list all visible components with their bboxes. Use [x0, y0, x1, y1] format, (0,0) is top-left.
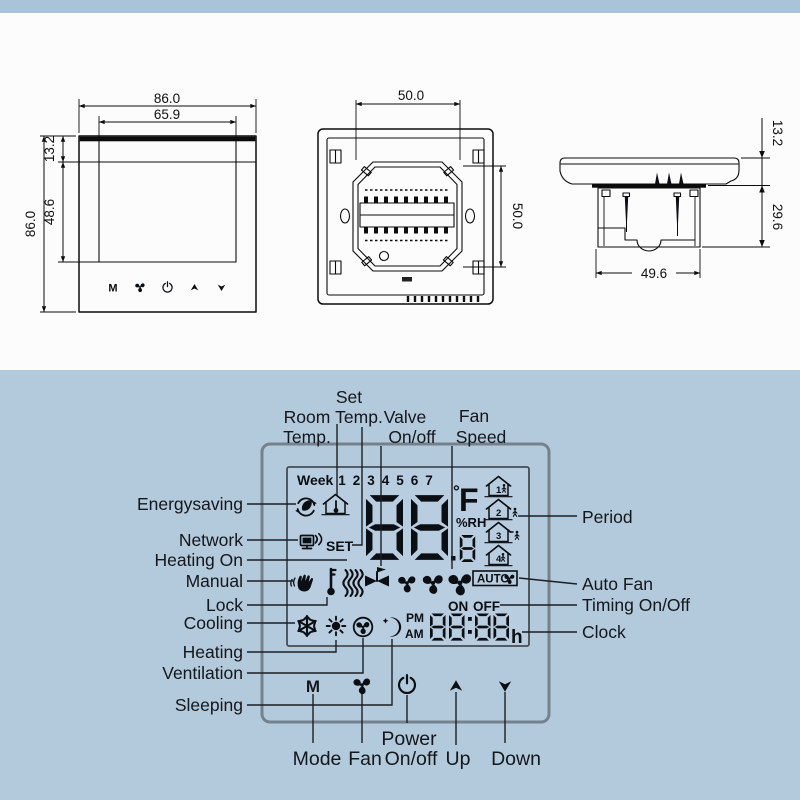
dim-back-height: 50.0: [510, 203, 525, 229]
dim-side-panel: 13.2: [770, 120, 785, 146]
thermostat-device: Week 1 2 3 4 5 6 7: [260, 442, 551, 724]
mode-button[interactable]: M: [306, 677, 320, 696]
label-set-temp: Temp.: [335, 407, 383, 427]
dim-front-screen-height: 48.6: [42, 199, 57, 225]
snowflake-icon: [297, 614, 317, 638]
front-view-drawing: M 86.0 65.9 86.0 13.2 48.6: [23, 91, 257, 313]
label-fan-speed-1: Fan: [459, 406, 489, 426]
valve-icon: [365, 567, 389, 587]
label-cooling: Cooling: [184, 613, 243, 633]
side-view-dimensions: 13.2 29.6 49.6: [595, 118, 785, 281]
auto-fan-icon: AUTO: [472, 570, 518, 587]
label-mode: Mode: [293, 748, 342, 770]
svg-text:4: 4: [382, 473, 390, 488]
device-buttons: M: [306, 673, 512, 696]
label-valve-onoff: On/off: [388, 427, 435, 447]
label-fan-speed-2: Speed: [456, 427, 507, 447]
dim-side-box-width: 49.6: [641, 266, 667, 281]
svg-text:5: 5: [396, 473, 404, 488]
label-network: Network: [179, 530, 243, 550]
dim-front-height: 86.0: [23, 211, 38, 237]
svg-text:6: 6: [411, 473, 419, 488]
callout-labels: Set Room Temp. Valve Fan Temp. On/off Sp…: [137, 387, 690, 770]
timing-on: ON: [448, 599, 468, 614]
humidity-unit: %RH: [456, 515, 486, 530]
side-view-drawing: 13.2 29.6 49.6: [559, 118, 785, 281]
label-energysaving: Energysaving: [137, 494, 243, 514]
m-button-icon[interactable]: M: [108, 283, 117, 295]
label-down: Down: [491, 748, 541, 770]
dim-front-bezel: 13.2: [42, 136, 57, 162]
label-ventilation: Ventilation: [162, 663, 243, 683]
drawing-paper: [0, 13, 800, 370]
eco-leaf-icon: [295, 497, 317, 517]
label-fan: Fan: [348, 748, 382, 770]
label-heating-on: Heating On: [154, 550, 243, 570]
period-house-icons: 1 2 3 4: [484, 475, 520, 567]
circled-fan-icon: [352, 616, 374, 638]
svg-text:3: 3: [496, 531, 501, 542]
dim-front-screen-width: 65.9: [154, 107, 180, 122]
degree-symbol: °: [453, 482, 460, 501]
callout-lines: [247, 424, 578, 745]
label-set: Set: [336, 387, 362, 407]
svg-text:2: 2: [353, 473, 361, 488]
label-lock: Lock: [206, 595, 243, 615]
label-clock: Clock: [582, 622, 626, 642]
fahrenheit-unit: F: [459, 482, 479, 518]
pm-label: PM: [406, 611, 424, 625]
front-view-dimensions: 86.0 65.9 86.0 13.2 48.6: [23, 91, 257, 313]
set-indicator: SET: [326, 538, 354, 554]
heat-waves-icon: [342, 569, 364, 597]
svg-text:AUTO: AUTO: [477, 574, 509, 586]
svg-text:7: 7: [425, 473, 433, 488]
decimal-point: [451, 556, 456, 561]
back-view-dimensions: 50.0 50.0: [355, 88, 525, 268]
timing-off: OFF: [473, 599, 500, 614]
svg-text:2: 2: [496, 508, 501, 519]
lcd-screen: [286, 466, 530, 647]
label-timing-onoff: Timing On/Off: [582, 595, 690, 615]
hour-unit: h: [511, 627, 523, 648]
svg-text:1: 1: [496, 485, 502, 496]
clock-digits: [430, 613, 509, 641]
label-power-onoff: On/off: [385, 748, 438, 770]
label-period: Period: [582, 507, 633, 527]
moon-icon: [382, 617, 402, 637]
mounting-screws: [622, 192, 682, 236]
network-icon: [299, 532, 323, 550]
svg-text:1: 1: [338, 473, 346, 488]
key-lock-icon: [327, 567, 337, 596]
dim-front-width: 86.0: [154, 91, 180, 106]
am-label: AM: [405, 627, 424, 641]
label-manual: Manual: [186, 571, 243, 591]
top-band: [0, 0, 800, 13]
label-up: Up: [446, 748, 471, 770]
front-touch-keys[interactable]: M: [108, 281, 226, 295]
label-auto-fan: Auto Fan: [582, 574, 653, 594]
label-sleeping: Sleeping: [175, 695, 243, 715]
dim-side-box-depth: 29.6: [770, 204, 785, 230]
label-heating: Heating: [183, 642, 243, 662]
label-valve: Valve: [384, 407, 426, 427]
svg-text:3: 3: [367, 473, 375, 488]
week-days: 1 2 3 4 5 6 7: [338, 473, 433, 488]
device-outline: [260, 442, 551, 724]
label-room: Room: [284, 407, 331, 427]
label-power: Power: [381, 728, 437, 750]
svg-text:4: 4: [496, 554, 502, 565]
back-view-drawing: 50.0 50.0: [317, 88, 525, 305]
sun-icon: [325, 615, 347, 637]
home-thermometer-icon: [321, 493, 350, 516]
week-label: Week: [297, 472, 334, 488]
hand-manual-icon: [290, 574, 314, 592]
dim-back-width: 50.0: [398, 88, 424, 103]
label-room-temp: Temp.: [283, 427, 331, 447]
